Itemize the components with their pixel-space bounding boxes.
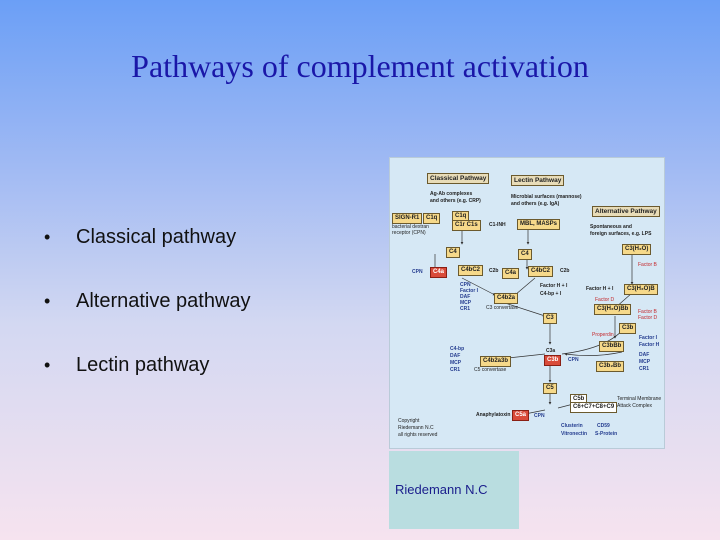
c4bp-i-label: C4-bp + I bbox=[540, 291, 562, 297]
clusterin-label: Clusterin bbox=[561, 423, 583, 429]
bullet-list: •Classical pathway •Alternative pathway … bbox=[44, 205, 251, 397]
ag-ab-label: Ag-Ab complexes bbox=[430, 191, 473, 197]
cpn-list-item: CPN bbox=[460, 282, 471, 288]
factor-b-label: Factor B bbox=[638, 262, 657, 268]
sign-r1-box: SIGN-R1 bbox=[392, 213, 423, 224]
c3b-box: C3b bbox=[619, 323, 637, 334]
factor-h-i-label-2: Factor H + I bbox=[586, 286, 614, 292]
c3a-label: C3a bbox=[546, 348, 556, 354]
caption-box: Riedemann N.C bbox=[389, 451, 519, 529]
cpn-list-item: MCP bbox=[460, 300, 472, 306]
cpn-label-3: CPN bbox=[534, 413, 545, 419]
terminal-label-2: Attack Complex bbox=[617, 403, 653, 409]
bacterial-label-2: receptor (CPN) bbox=[392, 230, 426, 236]
factor-i-list-item: Factor I bbox=[639, 335, 658, 341]
factor-i-list-item: DAF bbox=[639, 352, 650, 358]
c2b-label-2: C2b bbox=[560, 268, 570, 274]
c4bc2-box-2: C4bC2 bbox=[528, 266, 554, 277]
c4bp-list-item: DAF bbox=[450, 353, 461, 359]
c4bp-list-item: CR1 bbox=[450, 367, 461, 373]
c2b-label-1: C2b bbox=[489, 268, 499, 274]
slide-title: Pathways of complement activation bbox=[131, 48, 589, 84]
c1r-c1s-box: C1r C1s bbox=[452, 220, 481, 231]
classical-pathway-header: Classical Pathway bbox=[427, 173, 490, 184]
bullet-dot-icon: • bbox=[44, 290, 51, 311]
s-protein-label: S-Protein bbox=[595, 431, 618, 437]
c1q-small-box: C1q bbox=[423, 213, 441, 224]
bullet-text: Alternative pathway bbox=[76, 289, 251, 312]
c5-convertase-label: C5 convertase bbox=[474, 367, 507, 373]
anaphylatoxin-label: Anaphylatoxin bbox=[476, 412, 511, 418]
spontaneous-label-2: foreign surfaces, e.g. LPS bbox=[590, 231, 652, 237]
cpn-label-2: CPN bbox=[568, 357, 579, 363]
microbial-label-2: and others (e.g. IgA) bbox=[511, 201, 560, 207]
bullet-lectin: • Lectin pathway bbox=[44, 333, 251, 397]
bullet-text: Lectin pathway bbox=[76, 353, 210, 376]
factor-d-label: Factor D bbox=[595, 297, 615, 303]
c4a-box-1: C4a bbox=[430, 267, 448, 278]
copyright-label: Copyright bbox=[398, 418, 420, 424]
c3-convertase-label: C3 convertase bbox=[486, 305, 519, 311]
vitronectin-label: Vitronectin bbox=[561, 431, 588, 437]
bullet-alternative: • Alternative pathway bbox=[44, 269, 251, 333]
c4bp-list-item: C4-bp bbox=[450, 346, 465, 352]
c5-box: C5 bbox=[543, 383, 557, 394]
c4-left-box: C4 bbox=[446, 247, 460, 258]
ag-ab-label-2: and others (e.g. CRP) bbox=[430, 198, 481, 204]
c3-box: C3 bbox=[543, 313, 557, 324]
factor-i-list-item: Factor H bbox=[639, 342, 660, 348]
cpn-list-item: DAF bbox=[460, 294, 471, 300]
cpn-list-item: CR1 bbox=[460, 306, 471, 312]
lectin-pathway-header: Lectin Pathway bbox=[511, 175, 565, 186]
complement-pathway-diagram: Classical Pathway Lectin Pathway Alterna… bbox=[389, 157, 665, 449]
c3h2ob-box: C3(H₂O)B bbox=[624, 284, 658, 295]
caption-text: Riedemann N.C bbox=[395, 482, 488, 497]
c4bc2-box-1: C4bC2 bbox=[458, 265, 484, 276]
c3b-box-red: C3b bbox=[544, 355, 562, 366]
c4-right-box: C4 bbox=[518, 249, 532, 260]
c4b2a3b-box: C4b2a3b bbox=[480, 356, 512, 367]
c3h2obb-box: C3(H₂O)Bb bbox=[594, 304, 632, 315]
c4bp-list-item: MCP bbox=[450, 360, 462, 366]
spontaneous-label: Spontaneous and bbox=[590, 224, 632, 230]
factor-h-i-label: Factor H + I bbox=[540, 283, 568, 289]
cd59-label: CD59 bbox=[597, 423, 610, 429]
c3b2bb-box: C3b₂Bb bbox=[596, 361, 624, 372]
mbl-masps-box: MBL, MASPs bbox=[517, 219, 561, 230]
properdin-label: Properdin bbox=[592, 332, 614, 338]
factor-d-label-2: Factor D bbox=[638, 315, 658, 321]
cpn-label-1: CPN bbox=[412, 269, 423, 275]
c4a-box-2: C4a bbox=[502, 268, 520, 279]
factor-i-list-item: MCP bbox=[639, 359, 651, 365]
bullet-text: Classical pathway bbox=[76, 225, 237, 248]
c4b2a-box: C4b2a bbox=[494, 293, 519, 304]
bacterial-label: bacterial dextran bbox=[392, 224, 429, 230]
c5-c9-box: C6+C7+C8+C9 bbox=[570, 402, 618, 413]
terminal-label: Terminal Membrane bbox=[617, 396, 662, 402]
bullet-dot-icon: • bbox=[44, 354, 51, 375]
cpn-list-item: Factor I bbox=[460, 288, 479, 294]
c1inh-label: C1-INH bbox=[489, 222, 506, 228]
c5a-box: C5a bbox=[512, 410, 530, 421]
c3h2o-box: C3(H₂O) bbox=[622, 244, 652, 255]
alternative-pathway-header: Alternative Pathway bbox=[592, 206, 660, 217]
copyright-label-3: all rights reserved bbox=[398, 432, 438, 438]
bullet-classical: • Classical pathway bbox=[44, 205, 251, 269]
microbial-label: Microbial surfaces (mannose) bbox=[511, 194, 582, 200]
bullet-dot-icon: • bbox=[44, 226, 51, 247]
factor-b-label-2: Factor B bbox=[638, 309, 657, 315]
copyright-label-2: Riedemann N.C bbox=[398, 425, 434, 431]
factor-i-list-item: CR1 bbox=[639, 366, 650, 372]
c3bbb-box: C3bBb bbox=[599, 341, 625, 352]
